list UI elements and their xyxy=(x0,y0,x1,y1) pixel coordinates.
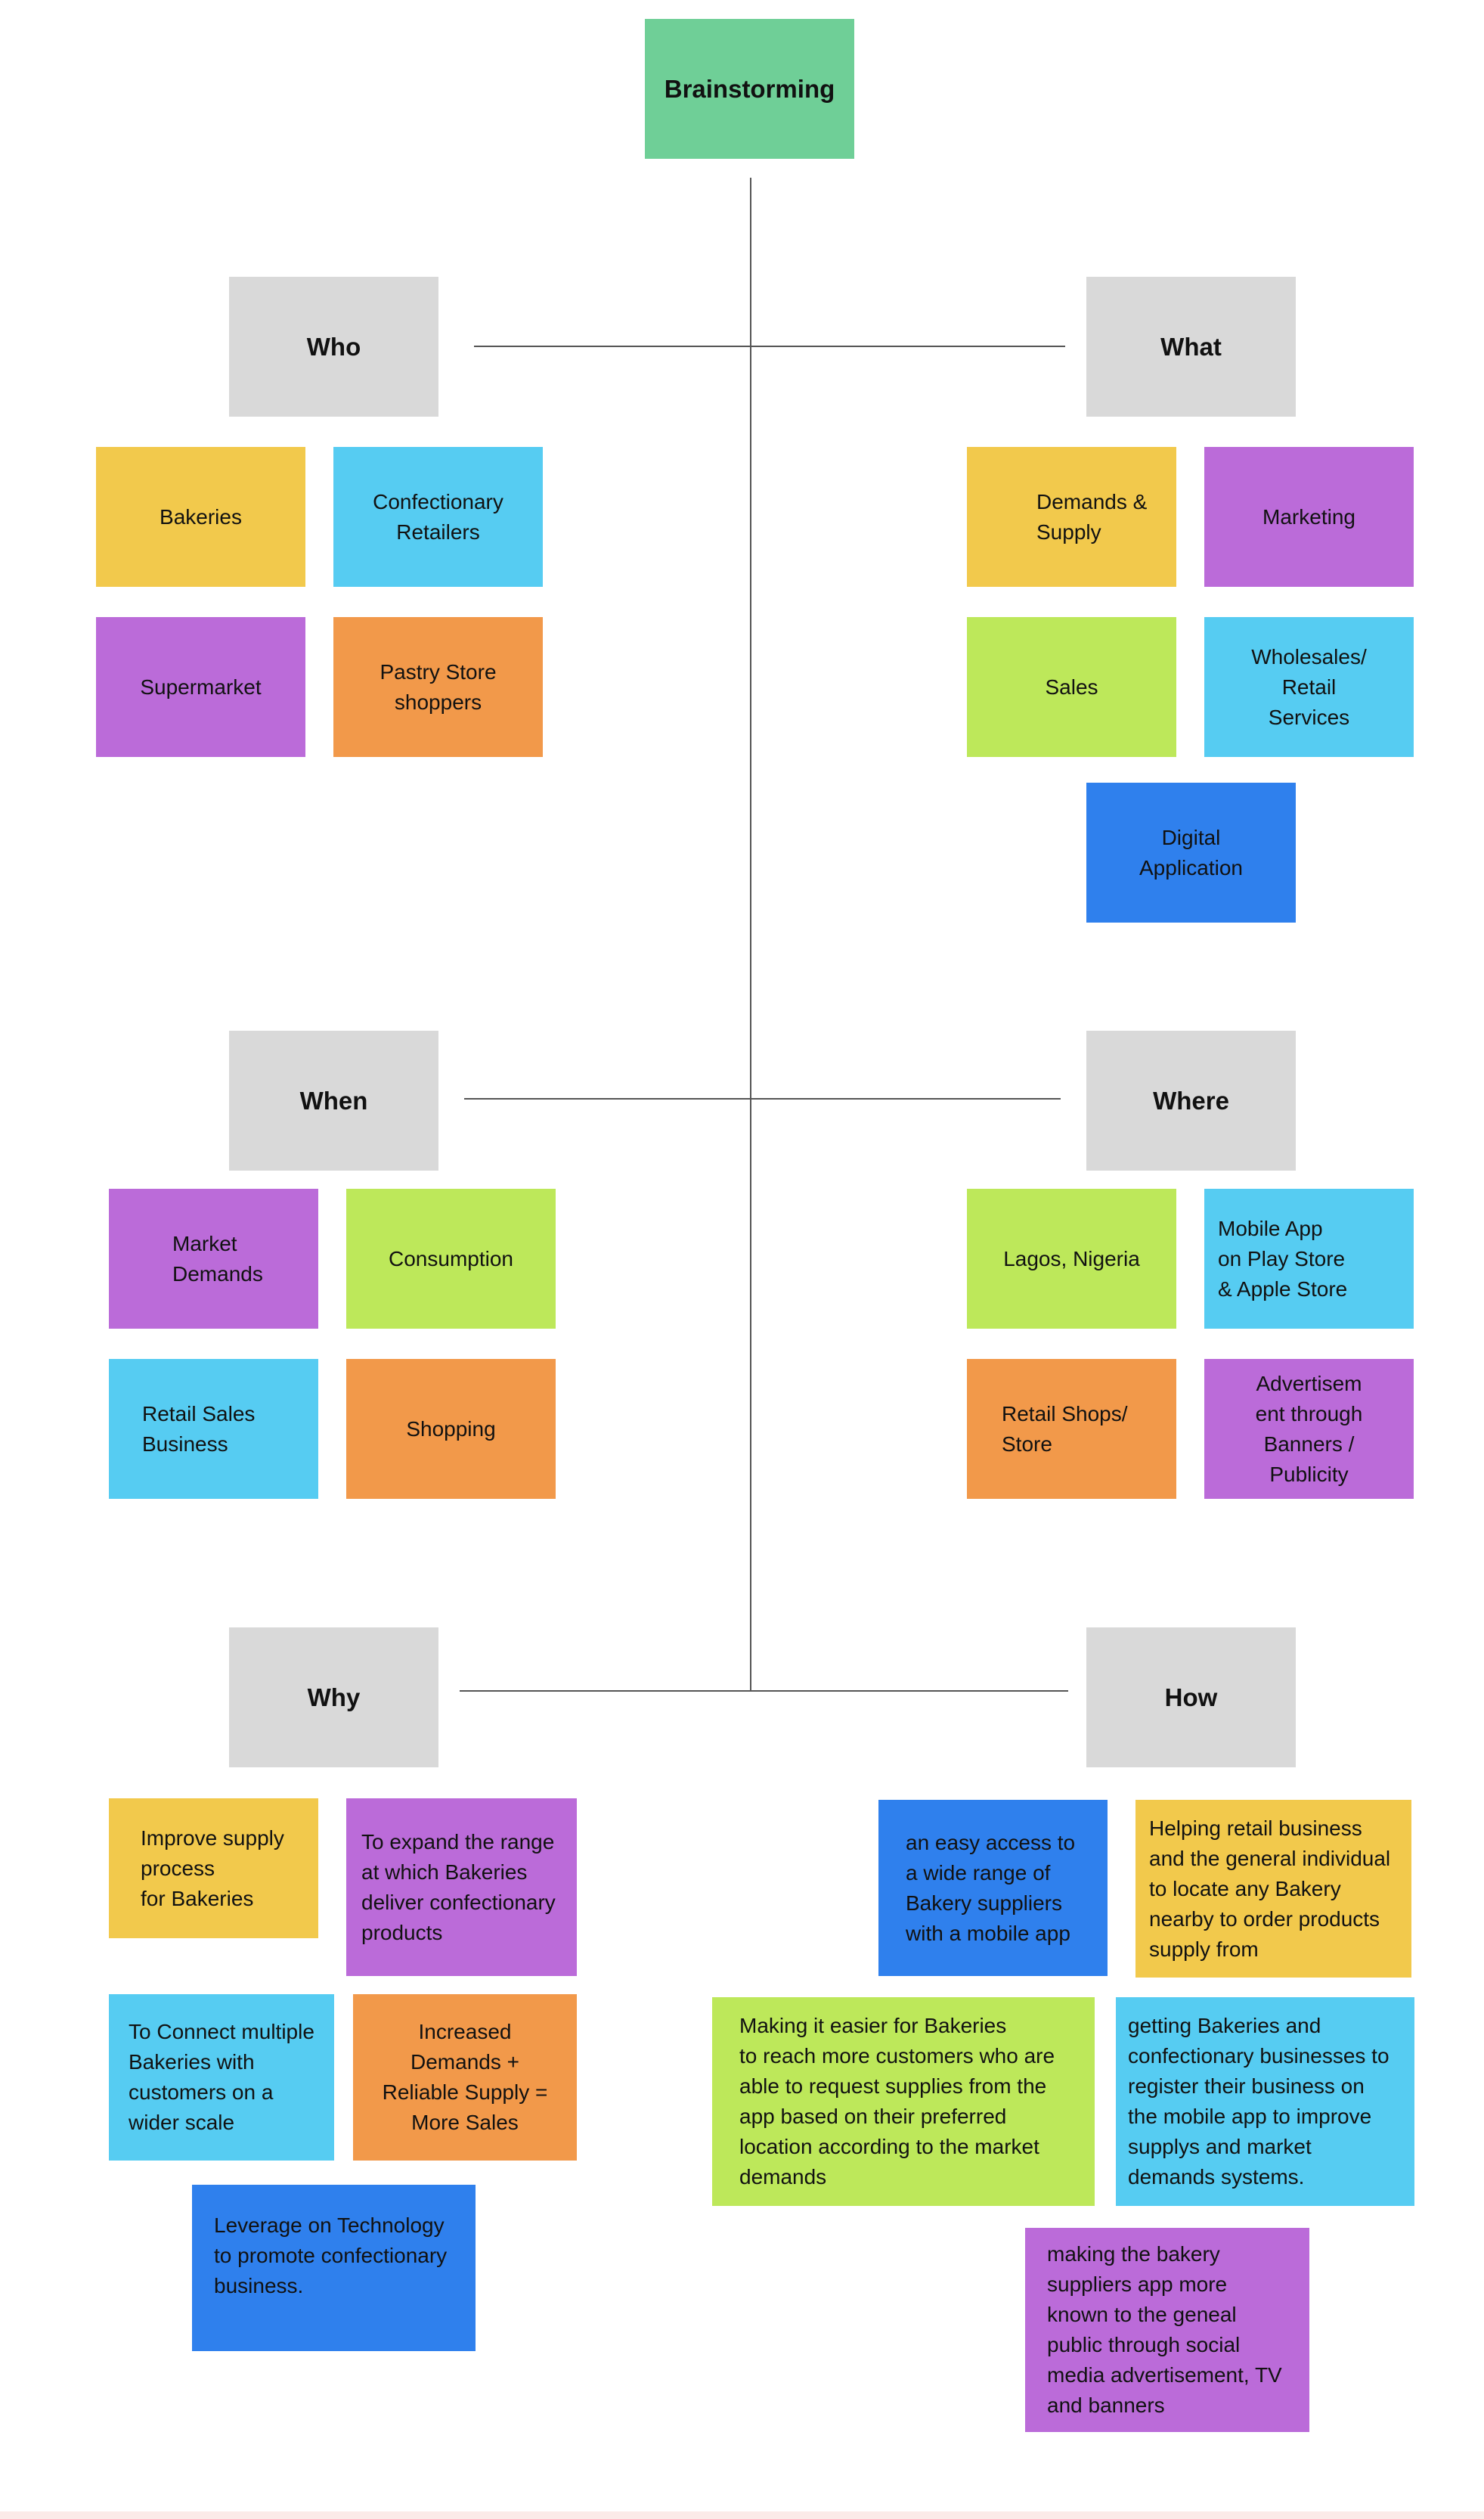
why-note-leverage-technology[interactable]: Leverage on Technology to promote confec… xyxy=(192,2185,476,2351)
when-note-shopping[interactable]: Shopping xyxy=(346,1359,556,1499)
who-note-pastry-store-shoppers[interactable]: Pastry Store shoppers xyxy=(333,617,543,757)
how-note-making-easier[interactable]: Making it easier for Bakeries to reach m… xyxy=(712,1997,1095,2206)
bottom-edge-band xyxy=(0,2511,1484,2519)
who-note-supermarket[interactable]: Supermarket xyxy=(96,617,305,757)
where-note-mobile-app[interactable]: Mobile App on Play Store & Apple Store xyxy=(1204,1189,1414,1329)
how-note-easy-access[interactable]: an easy access to a wide range of Bakery… xyxy=(878,1800,1108,1976)
brainstorming-title[interactable]: Brainstorming xyxy=(645,19,854,159)
what-note-marketing[interactable]: Marketing xyxy=(1204,447,1414,587)
what-note-wholesales-retail[interactable]: Wholesales/ Retail Services xyxy=(1204,617,1414,757)
who-what-connector xyxy=(474,346,1065,347)
when-note-market-demands[interactable]: Market Demands xyxy=(109,1189,318,1329)
why-how-connector xyxy=(460,1690,1068,1692)
central-trunk-line xyxy=(750,178,751,1690)
why-note-connect-bakeries[interactable]: To Connect multiple Bakeries with custom… xyxy=(109,1994,334,2161)
what-note-sales[interactable]: Sales xyxy=(967,617,1176,757)
how-header[interactable]: How xyxy=(1086,1627,1296,1767)
what-note-demands-supply[interactable]: Demands & Supply xyxy=(967,447,1176,587)
where-note-advertisement[interactable]: Advertisem ent through Banners / Publici… xyxy=(1204,1359,1414,1499)
when-header[interactable]: When xyxy=(229,1031,438,1171)
where-note-retail-shops[interactable]: Retail Shops/ Store xyxy=(967,1359,1176,1499)
who-note-bakeries[interactable]: Bakeries xyxy=(96,447,305,587)
why-header[interactable]: Why xyxy=(229,1627,438,1767)
who-header[interactable]: Who xyxy=(229,277,438,417)
when-note-retail-sales-business[interactable]: Retail Sales Business xyxy=(109,1359,318,1499)
when-note-consumption[interactable]: Consumption xyxy=(346,1189,556,1329)
why-note-increased-demands[interactable]: Increased Demands + Reliable Supply = Mo… xyxy=(353,1994,577,2161)
why-note-expand-range[interactable]: To expand the range at which Bakeries de… xyxy=(346,1798,577,1976)
who-note-confectionary-retailers[interactable]: Confectionary Retailers xyxy=(333,447,543,587)
how-note-getting-bakeries[interactable]: getting Bakeries and confectionary busin… xyxy=(1116,1997,1414,2206)
where-note-lagos-nigeria[interactable]: Lagos, Nigeria xyxy=(967,1189,1176,1329)
how-note-making-known[interactable]: making the bakery suppliers app more kno… xyxy=(1025,2228,1309,2432)
what-note-digital-application[interactable]: Digital Application xyxy=(1086,783,1296,923)
how-note-helping-retail[interactable]: Helping retail business and the general … xyxy=(1135,1800,1411,1978)
what-header[interactable]: What xyxy=(1086,277,1296,417)
when-where-connector xyxy=(464,1098,1061,1100)
where-header[interactable]: Where xyxy=(1086,1031,1296,1171)
why-note-improve-supply[interactable]: Improve supply process for Bakeries xyxy=(109,1798,318,1938)
